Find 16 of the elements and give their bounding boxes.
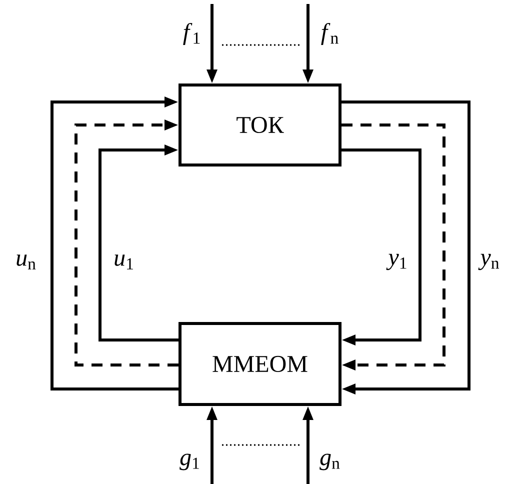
arrow — [98, 144, 178, 342]
edge-label: g$_{1}$ — [180, 454, 199, 470]
arrow — [74, 120, 178, 366]
edge-label: f$_{1}$ — [183, 22, 200, 45]
edge-label: f$_{n}$ — [321, 22, 338, 45]
arrow — [50, 96, 178, 390]
edge-label: u$_{n}$ — [16, 254, 36, 270]
arrow — [342, 100, 470, 394]
edge-label: y$_{n}$ — [478, 254, 500, 270]
process-box: MMEOM — [178, 322, 342, 406]
arrow — [342, 124, 446, 370]
edge-label: u$_{1}$ — [114, 254, 133, 270]
edge-label: g$_{n}$ — [320, 454, 340, 470]
process-box: ТОК — [178, 84, 342, 166]
arrow — [342, 148, 422, 346]
edge-label: y$_{1}$ — [386, 254, 406, 270]
